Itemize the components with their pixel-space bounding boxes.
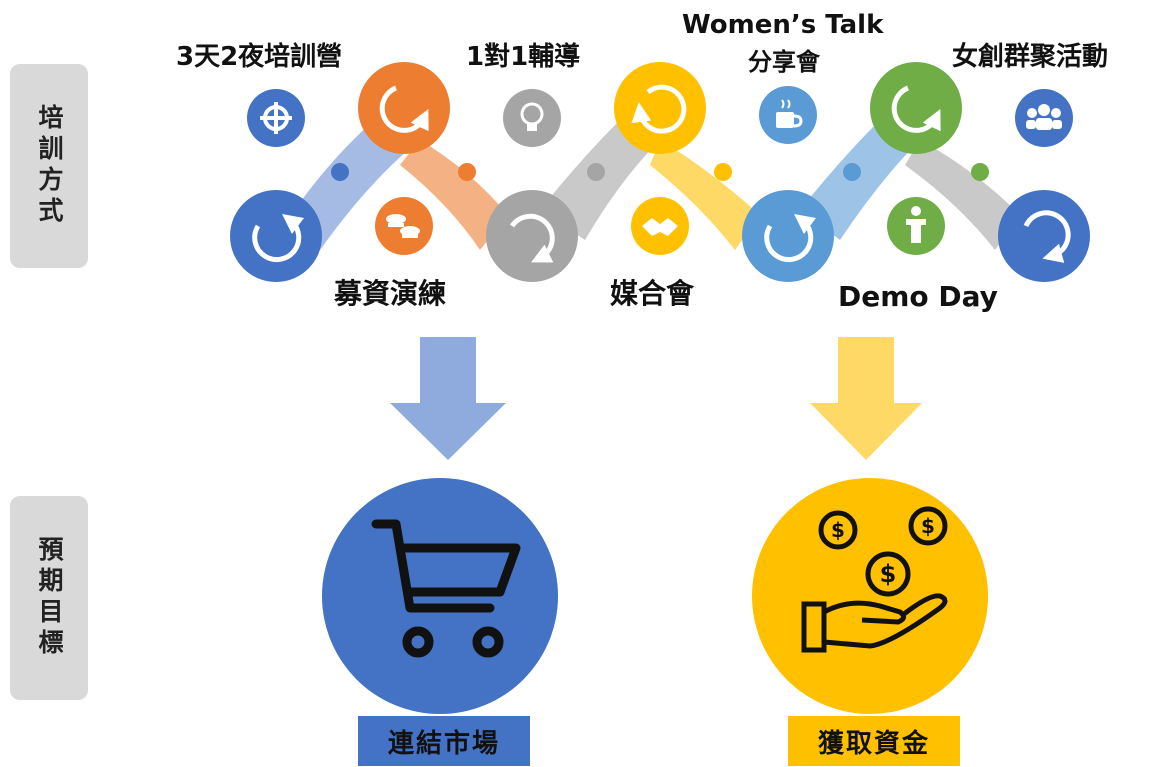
cycle-circle-blue-2 bbox=[998, 190, 1090, 282]
money-hand-icon bbox=[801, 506, 948, 653]
connector-gold-lightblue bbox=[650, 140, 760, 250]
joint-dot bbox=[843, 163, 861, 181]
podium-icon bbox=[887, 197, 945, 255]
label-matching: 媒合會 bbox=[610, 277, 695, 310]
wave-connectors bbox=[296, 120, 1020, 250]
label-womens-talk-sub: 分享會 bbox=[748, 48, 820, 76]
shopping-cart-icon bbox=[371, 519, 521, 658]
expected-goals-label: 預期目標 bbox=[35, 536, 64, 660]
joint-dot bbox=[458, 163, 476, 181]
label-demo-day: Demo Day bbox=[838, 280, 998, 313]
training-methods-label: 培訓方式 bbox=[35, 104, 64, 228]
connector-orange-gray bbox=[400, 140, 508, 250]
cycle-circle-light-blue bbox=[742, 190, 834, 282]
goal-market-circle bbox=[322, 478, 558, 714]
cycle-circle-orange bbox=[358, 62, 450, 154]
badge-funding: 獲取資金 bbox=[788, 716, 960, 766]
dollar-signs: $ $ $ bbox=[831, 514, 935, 588]
goal-funding-circle: $ $ $ bbox=[752, 478, 988, 714]
joint-dot bbox=[587, 163, 605, 181]
down-arrow-funding bbox=[810, 337, 922, 460]
coffee-cup-icon bbox=[759, 86, 817, 144]
crosshair-icon bbox=[247, 89, 305, 147]
cycle-circle-gray bbox=[486, 190, 578, 282]
connector-green-blue bbox=[905, 140, 1020, 250]
label-pitch: 募資演練 bbox=[334, 277, 447, 310]
label-cluster: 女創群聚活動 bbox=[952, 42, 1109, 72]
group-icon bbox=[1015, 89, 1073, 147]
svg-text:$: $ bbox=[831, 518, 845, 542]
cycle-circle-green bbox=[870, 62, 962, 154]
label-bootcamp: 3天2夜培訓營 bbox=[176, 42, 343, 72]
svg-text:$: $ bbox=[921, 514, 935, 538]
connector-lightblue-green bbox=[800, 120, 920, 240]
coins-icon bbox=[375, 197, 433, 255]
svg-text:$: $ bbox=[880, 560, 897, 588]
joint-dot bbox=[971, 163, 989, 181]
label-womens-talk: Women’s Talk bbox=[682, 10, 884, 40]
cycle-circle-blue-1 bbox=[230, 190, 322, 282]
label-mentoring: 1對1輔導 bbox=[466, 42, 581, 72]
training-methods-tab: 培訓方式 bbox=[10, 64, 88, 268]
lightbulb-icon bbox=[503, 89, 561, 147]
joint-dot bbox=[714, 163, 732, 181]
expected-goals-tab: 預期目標 bbox=[10, 496, 88, 700]
badge-market: 連結市場 bbox=[358, 716, 530, 766]
cycle-circle-gold bbox=[614, 62, 706, 154]
joint-dot bbox=[331, 163, 349, 181]
down-arrow-market bbox=[390, 337, 506, 460]
connector-blue-orange bbox=[296, 120, 420, 250]
handshake-icon bbox=[631, 197, 689, 255]
